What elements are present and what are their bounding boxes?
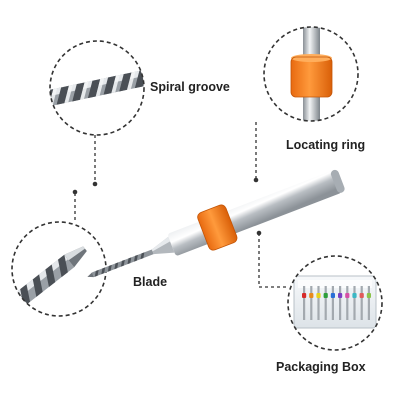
packaging-box-magnifier [287, 255, 383, 351]
packaging-bit-shank [317, 286, 320, 320]
packaging-bit-shank [310, 286, 313, 320]
locating-ring-magnifier [263, 26, 359, 122]
packaging-bit-shank [353, 286, 356, 320]
blade-magnifier [11, 221, 107, 317]
packaging-bit-ring [302, 293, 307, 298]
label-spiral-groove: Spiral groove [150, 80, 230, 94]
locating-ring [197, 204, 238, 251]
packaging-bit-ring [352, 293, 357, 298]
drill-bit [87, 169, 345, 278]
packaging-bit-shank [339, 286, 342, 320]
packaging-bit-ring [316, 293, 321, 298]
packaging-bit-ring [366, 293, 371, 298]
packaging-bit-ring [359, 293, 364, 298]
packaging-bit-ring [345, 293, 350, 298]
callout-dots [72, 177, 262, 236]
label-blade: Blade [133, 275, 168, 289]
drill-shank [168, 170, 342, 256]
callout-lines [74, 122, 288, 288]
packaging-bit-ring [323, 293, 328, 298]
packaging-bit-ring [338, 293, 343, 298]
packaging-bit-shank [331, 286, 334, 320]
packaging-bit-shank [360, 286, 363, 320]
label-locating-ring: Locating ring [286, 138, 366, 152]
packaging-bit-shank [303, 286, 306, 320]
packaging-bit-ring [330, 293, 335, 298]
packaging-bit-shank [367, 286, 370, 320]
packaging-bit-ring [309, 293, 314, 298]
callout-line-box [258, 233, 288, 288]
packaging-bit-shank [346, 286, 349, 320]
packaging-box-bits [302, 286, 371, 320]
packaging-bit-shank [324, 286, 327, 320]
label-packaging-box: Packaging Box [276, 360, 366, 374]
spiral-groove-magnifier [49, 40, 145, 136]
